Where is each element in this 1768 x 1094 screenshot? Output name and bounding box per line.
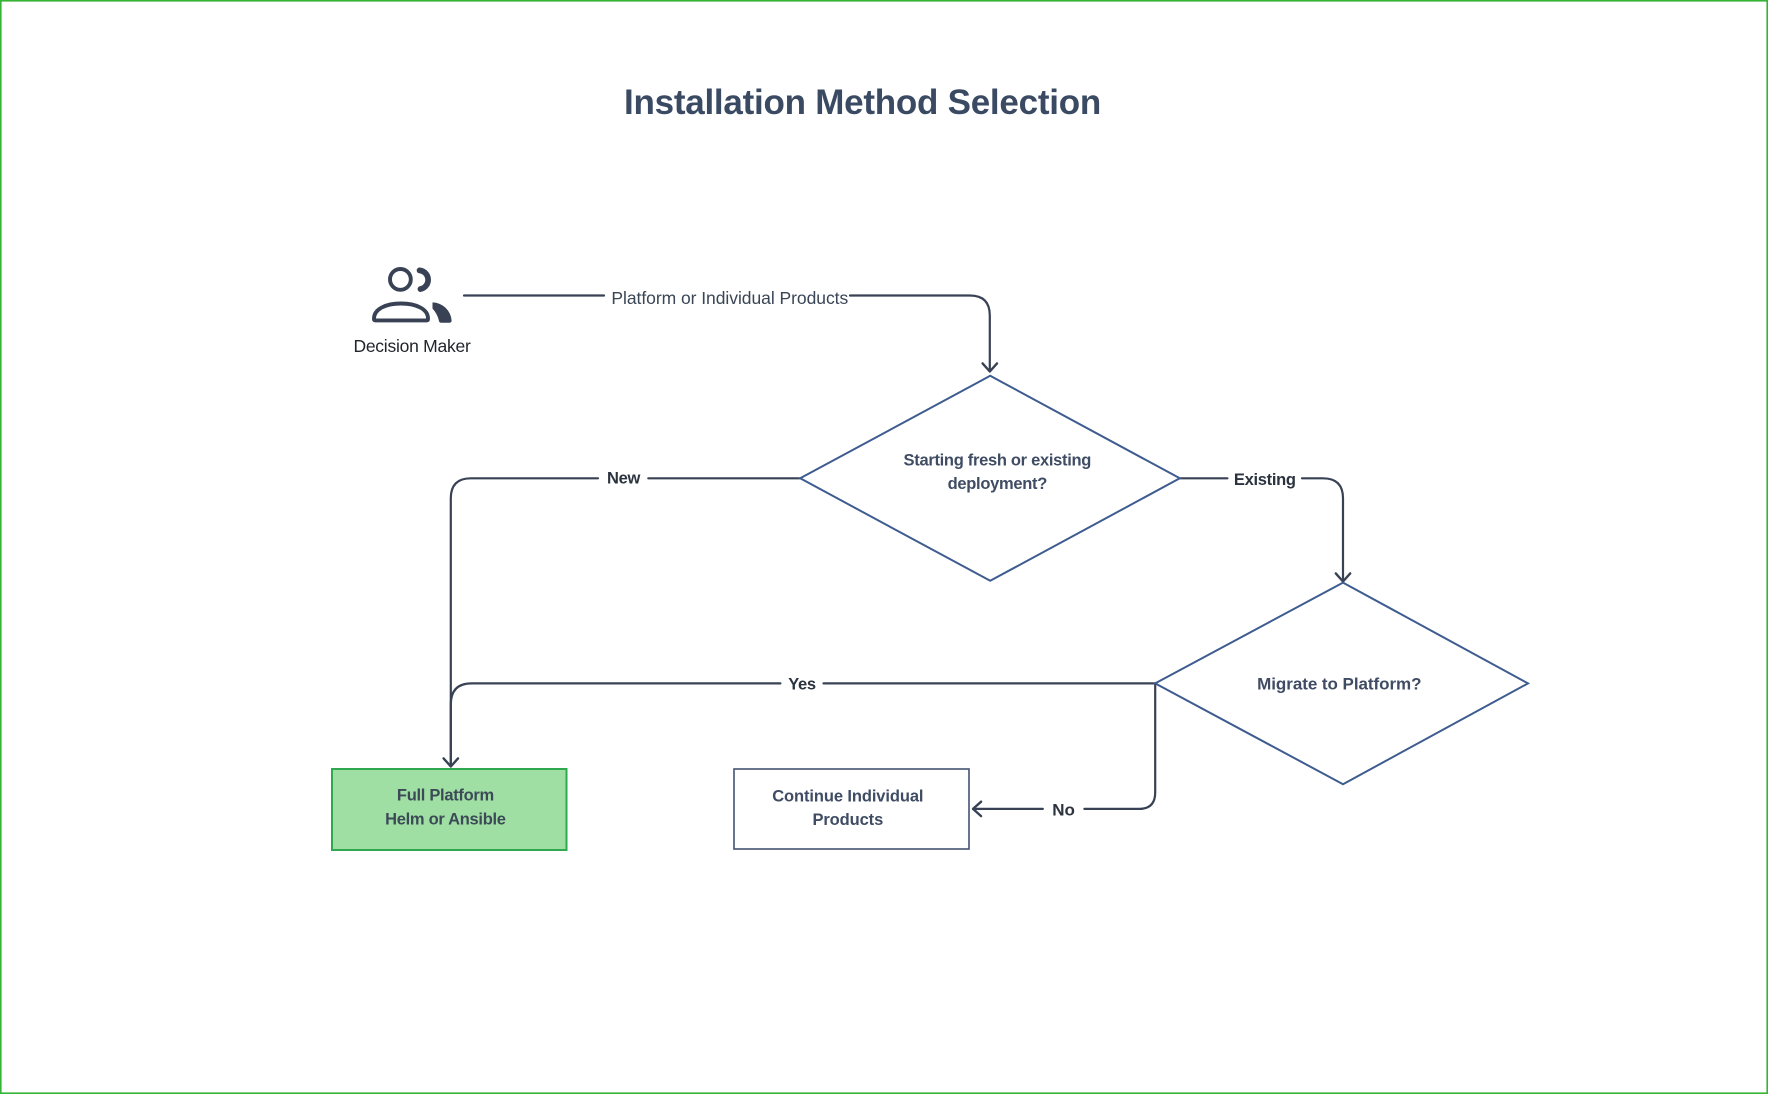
svg-text:Platform or Individual Product: Platform or Individual Products: [611, 288, 848, 308]
svg-text:deployment?: deployment?: [948, 475, 1048, 493]
svg-text:No: No: [1052, 801, 1075, 820]
svg-text:Products: Products: [812, 811, 883, 829]
svg-text:Helm or Ansible: Helm or Ansible: [385, 810, 506, 828]
svg-text:Full Platform: Full Platform: [397, 787, 494, 805]
svg-text:Migrate to Platform?: Migrate to Platform?: [1257, 675, 1421, 694]
svg-text:New: New: [607, 470, 640, 488]
svg-text:Existing: Existing: [1234, 471, 1296, 489]
svg-text:Installation Method Selection: Installation Method Selection: [624, 83, 1101, 122]
svg-text:Decision Maker: Decision Maker: [353, 336, 471, 356]
svg-text:Yes: Yes: [788, 676, 816, 694]
svg-text:Continue Individual: Continue Individual: [772, 788, 923, 806]
svg-text:Starting fresh or existing: Starting fresh or existing: [904, 451, 1092, 469]
